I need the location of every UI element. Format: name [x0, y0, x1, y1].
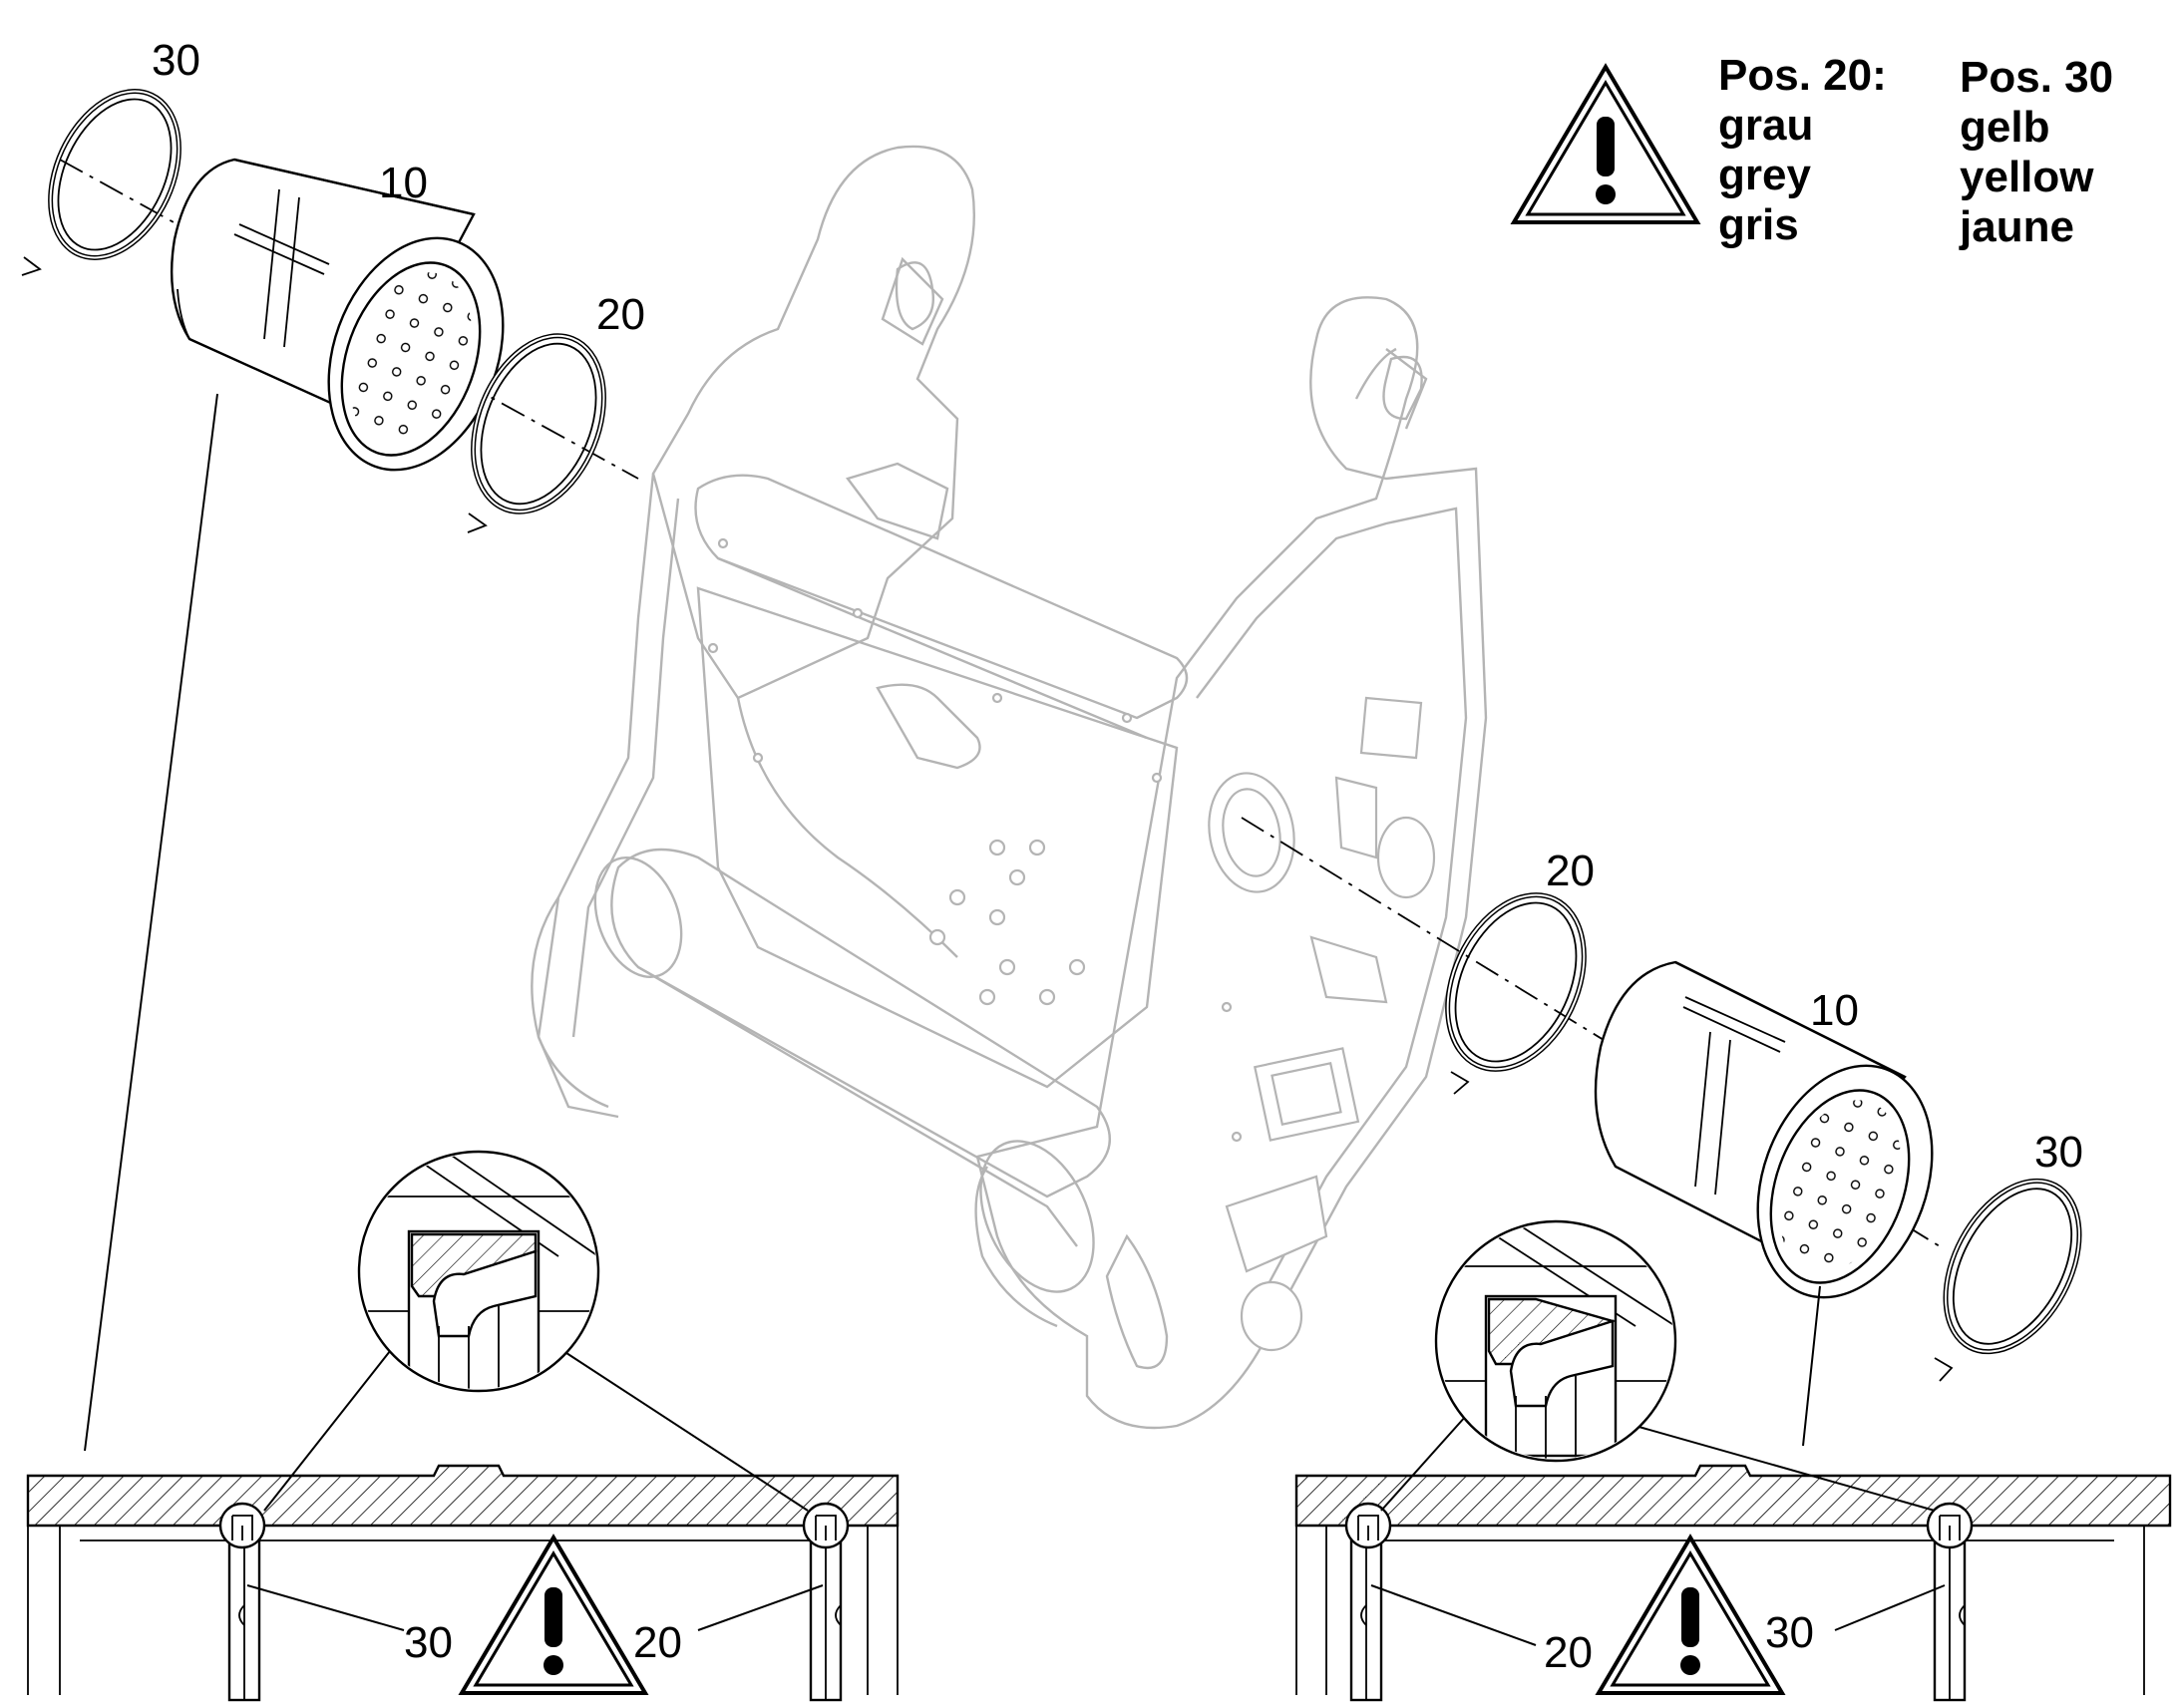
- frame-web-plate: [696, 586, 1179, 1089]
- bushing-10-right: [1594, 960, 1934, 1299]
- callout-ring-20-right: 20: [1546, 847, 1595, 895]
- leader-lines: [84, 393, 1821, 1452]
- section-view-left: [26, 1150, 900, 1702]
- note-pos30-en: yellow: [1960, 153, 2094, 201]
- note-pos30-title: Pos. 30: [1960, 53, 2113, 102]
- note-pos20-de: grau: [1718, 101, 1813, 150]
- warning-triangle-icon: [460, 1536, 647, 1695]
- seal-ring-20-top-left: [467, 333, 606, 533]
- bushing-10-top-left: [170, 158, 505, 472]
- quick-coupler-frame: [531, 145, 1488, 1430]
- callout-ring-20-top-left: 20: [596, 290, 645, 339]
- callout-section-right-20: 20: [1544, 1628, 1593, 1677]
- callout-ring-30-top-left: 30: [152, 36, 200, 85]
- frame-rear-plate: [651, 145, 975, 700]
- warning-triangle-icon: [1597, 1536, 1784, 1695]
- seal-ring-30-right: [1934, 1178, 2082, 1382]
- callout-bushing-10-top-left: 10: [379, 159, 428, 207]
- callout-ring-30-right: 30: [2034, 1128, 2083, 1177]
- frame-bore-lower: [1240, 1280, 1303, 1352]
- callout-section-right-30: 30: [1765, 1608, 1814, 1657]
- warning-triangle-icon: [1512, 65, 1699, 224]
- note-pos20-en: grey: [1718, 151, 1811, 199]
- callout-section-left-20: 20: [633, 1618, 682, 1667]
- note-pos20-fr: gris: [1718, 200, 1799, 249]
- callout-section-left-30: 30: [404, 1618, 453, 1667]
- callout-bushing-10-right: 10: [1810, 986, 1859, 1035]
- frame-lower-tube: [610, 848, 1111, 1198]
- seal-ring-30-top-left: [21, 89, 182, 276]
- frame-top-tube: [694, 474, 1189, 720]
- note-pos20-title: Pos. 20:: [1718, 51, 1887, 100]
- frame-front-plate: [975, 296, 1488, 1430]
- seal-ring-20-right: [1445, 892, 1587, 1095]
- note-pos30-fr: jaune: [1959, 202, 2074, 251]
- color-note: Pos. 20: grau grey gris Pos. 30 gelb yel…: [1718, 51, 2113, 251]
- note-pos30-de: gelb: [1960, 103, 2049, 152]
- section-view-right: [1294, 1219, 2172, 1702]
